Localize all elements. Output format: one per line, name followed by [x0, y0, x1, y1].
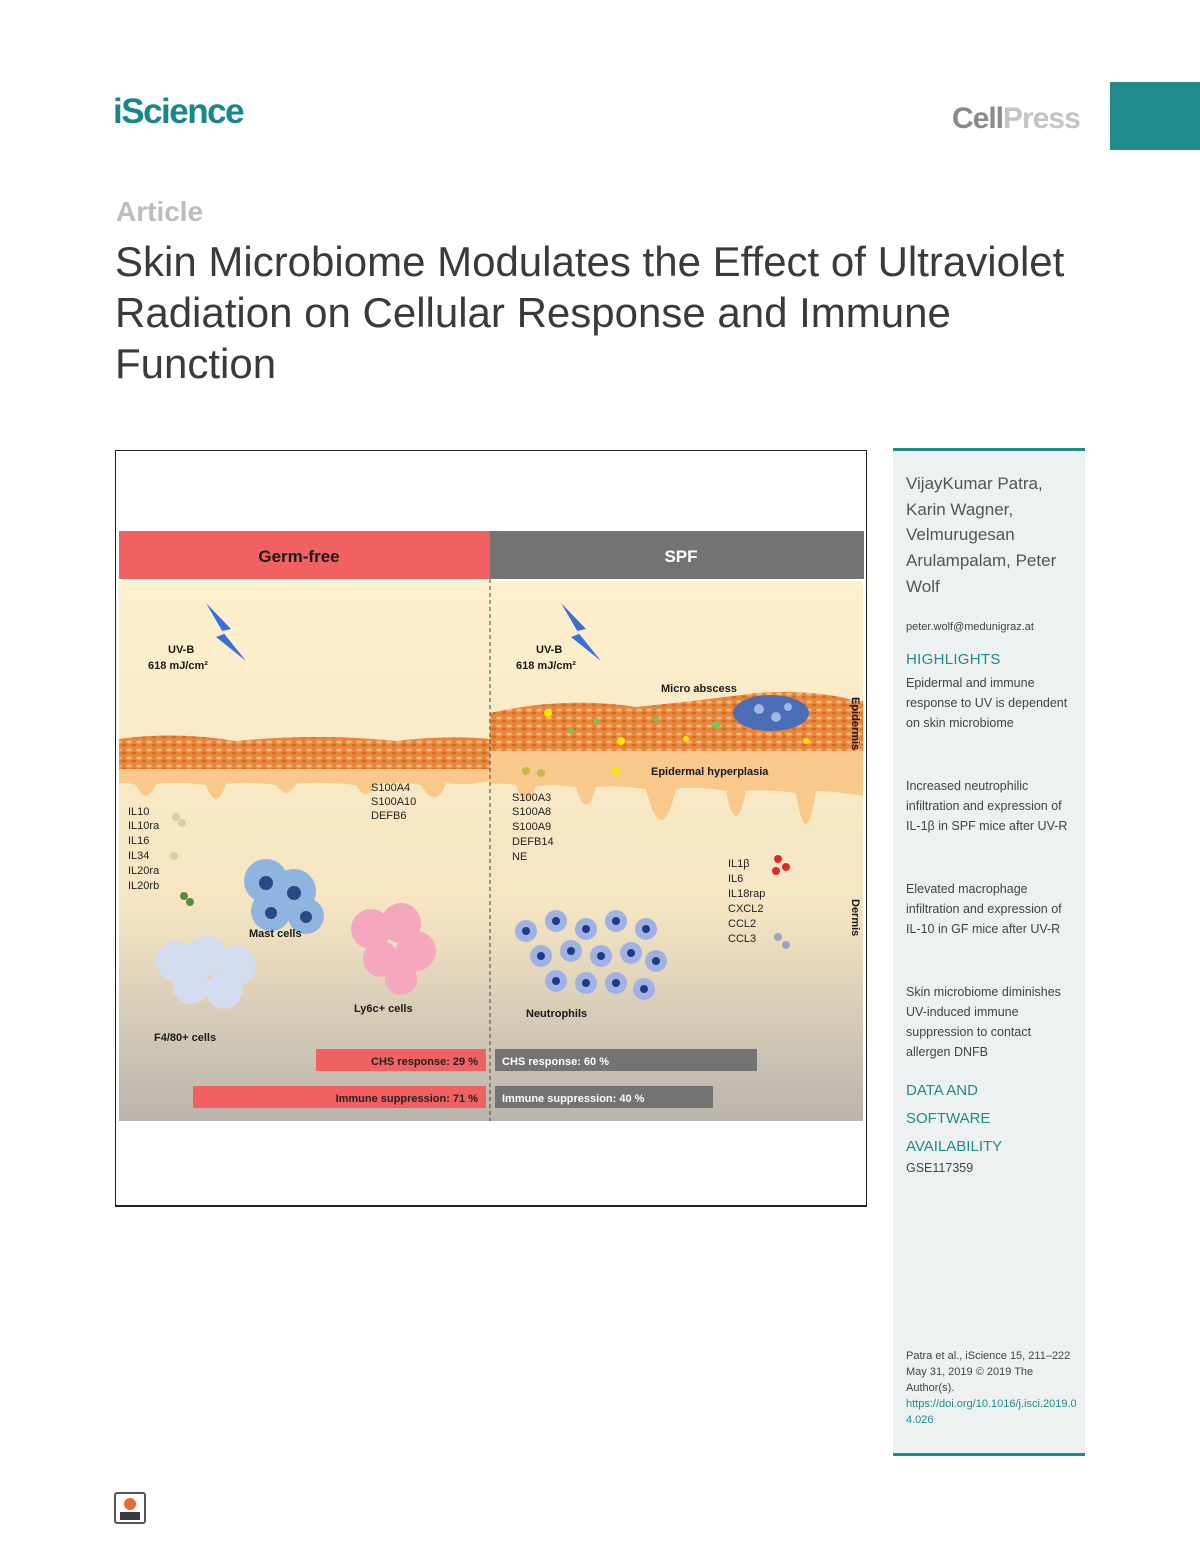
author-list: VijayKumar Patra, Karin Wagner, Velmurug… — [906, 474, 1057, 596]
gf-marker-a: S100A10 — [371, 796, 416, 808]
gf-stratum-corneum — [119, 735, 490, 769]
gf-marker-b: IL20rb — [128, 880, 159, 892]
spf-marker-b: IL6 — [728, 873, 743, 885]
spf-immune-label: Immune suppression: 40 % — [502, 1093, 645, 1105]
f480-cells-label: F4/80+ cells — [154, 1032, 216, 1044]
ly6c-cells-cluster — [351, 903, 436, 995]
epidermis-label: Epidermis — [849, 697, 861, 750]
gf-epidermis — [119, 769, 490, 799]
spf-marker-a: S100A3 — [512, 792, 551, 804]
spf-immune-bar — [495, 1086, 713, 1108]
highlight-item: Epidermal and immune response to UV is d… — [906, 676, 1068, 730]
dermis-layer — [119, 581, 863, 1121]
doi-link[interactable]: https://doi.org/10.1016/j.isci.2019.04.0… — [906, 1398, 1077, 1426]
gf-marker-a: S100A4 — [371, 782, 410, 794]
spf-marker-b: CXCL2 — [728, 903, 763, 915]
publisher-logo-part1: Cell — [952, 102, 1004, 135]
uv-bolt-gf-icon — [206, 603, 246, 661]
publisher-logo[interactable]: CellPress — [952, 102, 1081, 136]
micro-abscess-label: Micro abscess — [661, 683, 737, 695]
article-sidebar: VijayKumar Patra, Karin Wagner, Velmurug… — [893, 448, 1085, 1456]
citation-block: Patra et al., iScience 15, 211–222 May 3… — [906, 1348, 1081, 1428]
gf-immune-bar — [193, 1086, 486, 1108]
gf-marker-b: IL20ra — [128, 865, 160, 877]
bacteria-icons — [170, 709, 809, 949]
spf-header — [490, 531, 864, 579]
spf-marker-b: IL18rap — [728, 888, 765, 900]
citation-text: Patra et al., iScience 15, 211–222 — [906, 1350, 1071, 1362]
graphical-abstract-figure: Germ-free SPF UV-B 618 mJ/cm² UV-B 618 m… — [119, 531, 864, 1121]
gf-marker-b: IL10 — [128, 806, 149, 818]
crossmark-icon[interactable] — [114, 1492, 146, 1524]
gf-marker-a: DEFB6 — [371, 810, 406, 822]
highlight-item: Elevated macrophage infiltration and exp… — [906, 882, 1062, 936]
spf-marker-b: IL1β — [728, 858, 750, 870]
mast-cells-label: Mast cells — [249, 928, 302, 940]
gf-chs-label: CHS response: 29 % — [371, 1056, 478, 1068]
spf-uv-label: UV-B — [536, 644, 562, 656]
corresponding-email[interactable]: peter.wolf@medunigraz.at — [906, 621, 1034, 633]
spf-marker-a: S100A8 — [512, 806, 551, 818]
gf-chs-bar — [316, 1049, 486, 1071]
article-title: Skin Microbiome Modulates the Effect of … — [115, 238, 1065, 387]
gf-immune-label: Immune suppression: 71 % — [336, 1093, 479, 1105]
gf-header — [119, 531, 490, 579]
spf-marker-a: S100A9 — [512, 821, 551, 833]
header-accent-tab — [1110, 82, 1200, 150]
uv-bolt-spf-icon — [561, 603, 601, 661]
journal-logo[interactable]: iScience — [113, 92, 245, 131]
crossmark-icon-base — [120, 1512, 140, 1520]
spf-marker-a: NE — [512, 851, 527, 863]
micro-abscess — [733, 695, 809, 731]
ly6c-cells-label: Ly6c+ cells — [354, 1003, 413, 1015]
f480-cells-cluster — [156, 936, 256, 1009]
spf-marker-b: CCL2 — [728, 918, 756, 930]
spf-chs-label: CHS response: 60 % — [502, 1056, 609, 1068]
gf-uv-dose: 618 mJ/cm² — [148, 660, 208, 672]
neutrophils-label: Neutrophils — [526, 1008, 587, 1020]
article-type: Article — [116, 196, 204, 227]
citation-date: May 31, 2019 © 2019 The Author(s). — [906, 1366, 1034, 1394]
gf-uv-label: UV-B — [168, 644, 194, 656]
dermis-label: Dermis — [849, 899, 861, 936]
epidermal-hyperplasia-label: Epidermal hyperplasia — [651, 766, 769, 778]
publisher-logo-part2: Press — [1003, 102, 1081, 135]
data-availability-heading: DATA AND SOFTWARE AVAILABILITY — [906, 1082, 1003, 1155]
spf-chs-bar — [495, 1049, 757, 1071]
neutrophils-cluster — [515, 910, 667, 1000]
gf-marker-b: IL16 — [128, 835, 149, 847]
spf-marker-b: CCL3 — [728, 933, 756, 945]
highlight-item: Skin microbiome diminishes UV-induced im… — [906, 985, 1061, 1059]
geo-accession[interactable]: GSE117359 — [906, 1161, 974, 1175]
mast-cells-cluster — [244, 859, 324, 934]
spf-uv-dose: 618 mJ/cm² — [516, 660, 576, 672]
gf-header-label: Germ-free — [258, 547, 339, 566]
spf-marker-a: DEFB14 — [512, 836, 554, 848]
spf-epidermis — [490, 751, 863, 825]
crossmark-icon-dot — [124, 1498, 136, 1510]
gf-marker-b: IL34 — [128, 850, 149, 862]
highlights-heading: HIGHLIGHTS — [906, 651, 1001, 668]
spf-header-label: SPF — [664, 547, 697, 566]
highlight-item: Increased neutrophilic infiltration and … — [906, 779, 1068, 833]
gf-marker-b: IL10ra — [128, 820, 160, 832]
graphical-abstract: Germ-free SPF UV-B 618 mJ/cm² UV-B 618 m… — [115, 450, 867, 1207]
